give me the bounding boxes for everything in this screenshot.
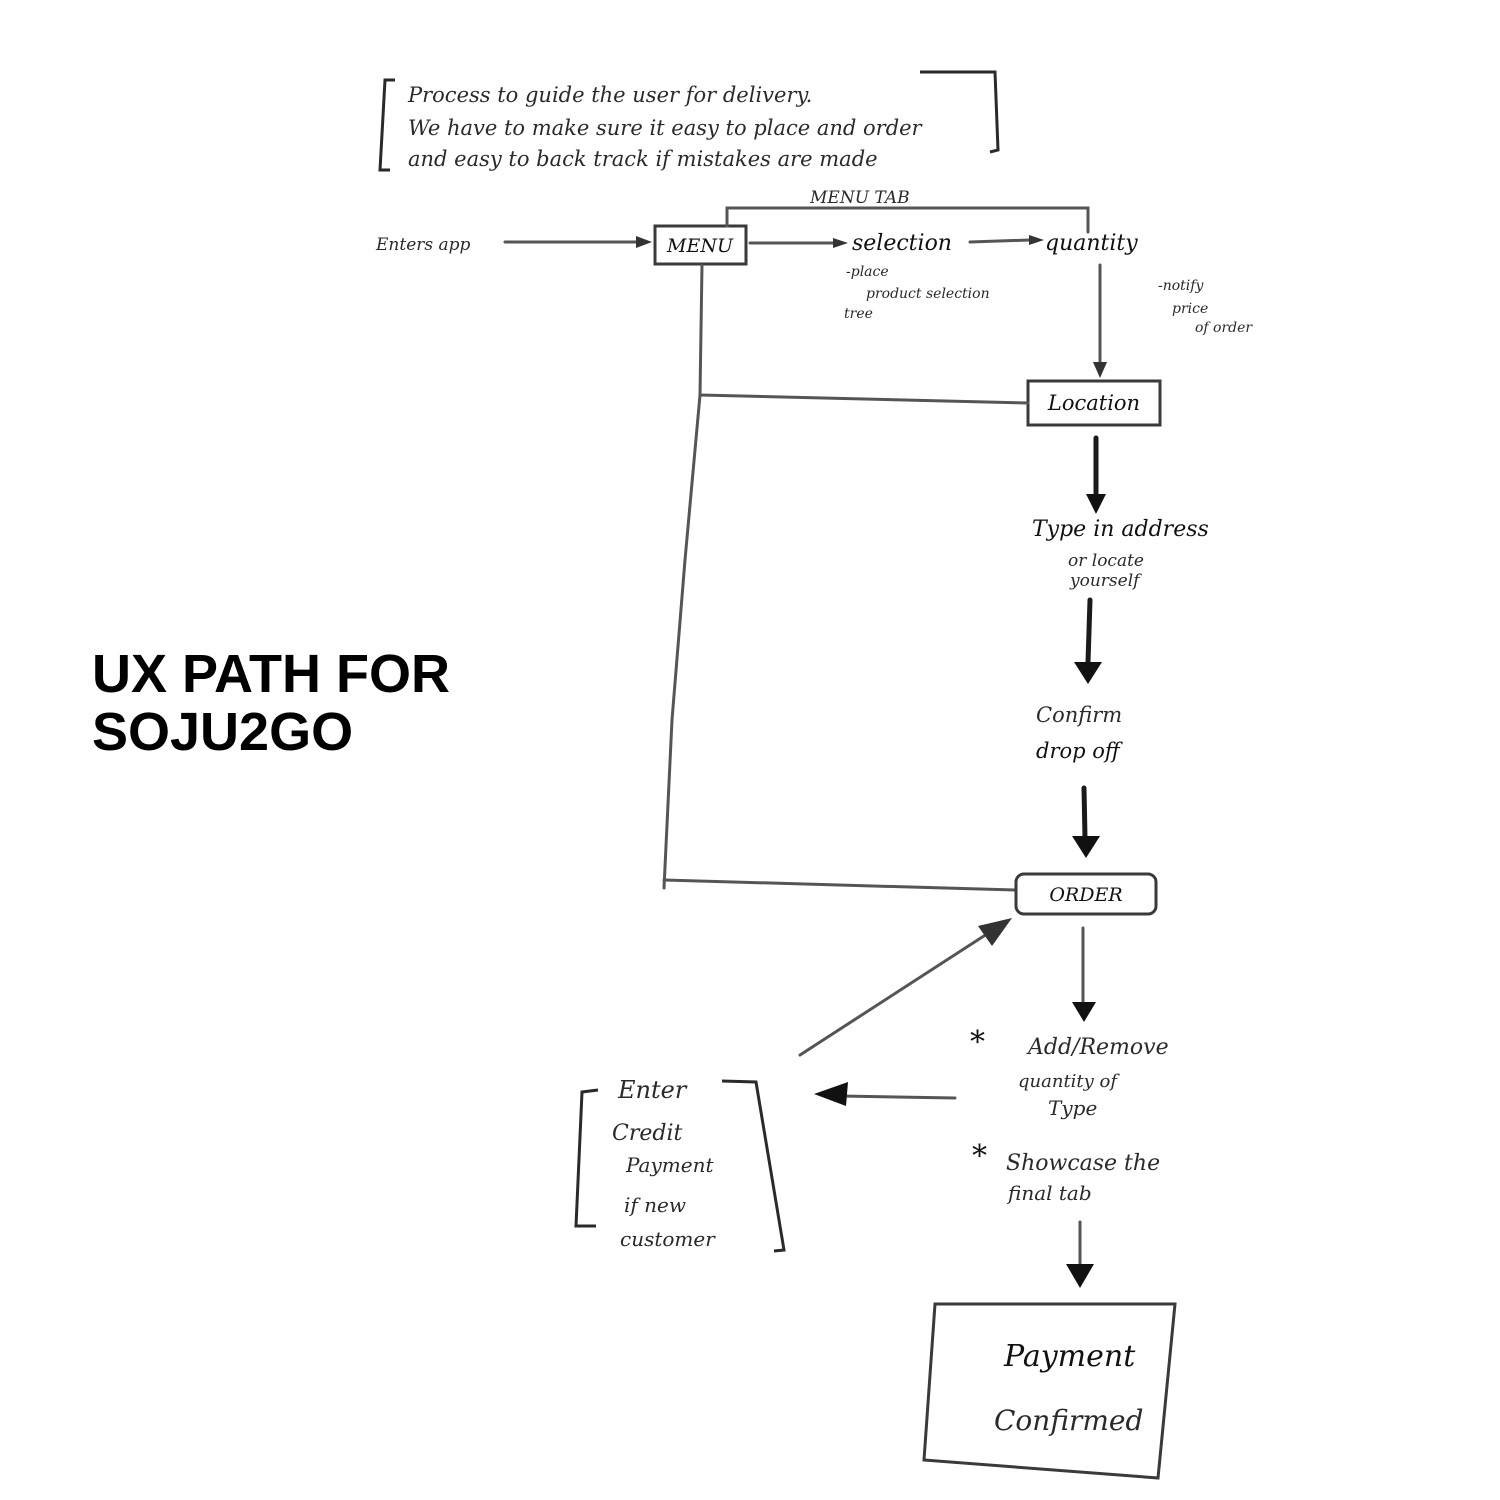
address-line-3: yourself <box>1069 571 1142 591</box>
backtrack-vertical-line <box>662 263 704 890</box>
note-line-1: Process to guide the user for delivery. <box>407 83 812 107</box>
intro-note: Process to guide the user for delivery. … <box>378 70 1000 172</box>
payment-line-1: Payment <box>1003 1339 1136 1374</box>
showcase-asterisk: * <box>972 1139 987 1174</box>
payment-box <box>922 1302 1177 1480</box>
payment-node: Payment Confirmed <box>922 1302 1177 1480</box>
menu-to-selection-head <box>833 238 848 248</box>
note-line-2: We have to make sure it easy to place an… <box>408 116 924 140</box>
selection-label: selection <box>852 231 952 256</box>
addremove-line-3: Type <box>1048 1096 1097 1120</box>
title-line-1: UX PATH FOR <box>92 644 450 704</box>
note-right-bracket <box>920 70 1000 154</box>
credit-line-4: if new <box>624 1193 686 1217</box>
addremove-to-credit-line <box>838 1094 957 1100</box>
location-label: Location <box>1047 391 1140 415</box>
note-line-3: and easy to back track if mistakes are m… <box>408 147 878 171</box>
selection-note-1: -place <box>846 264 889 280</box>
credit-line-3: Payment <box>625 1153 714 1177</box>
addremove-line-2: quantity of <box>1018 1071 1120 1092</box>
confirm-line-2: drop off <box>1036 739 1123 763</box>
selection-to-quantity-line <box>968 238 1032 244</box>
backtrack-to-location-line <box>698 393 1030 405</box>
addremove-asterisk: * <box>970 1025 985 1060</box>
credit-line-5: customer <box>620 1227 716 1251</box>
order-box <box>1014 872 1158 916</box>
quantity-note-1: -notify <box>1158 278 1204 294</box>
address-to-confirm-head <box>1074 662 1102 684</box>
menu-node: MENU <box>653 224 748 266</box>
enter-app-arrow-head <box>636 236 652 248</box>
quantity-note-2: price <box>1172 301 1208 317</box>
credit-to-order-line <box>798 930 992 1057</box>
menu-tab-label: MENU TAB <box>809 188 910 208</box>
backtrack-to-order-line <box>662 878 1017 892</box>
showcase-line-2: final tab <box>1006 1181 1092 1205</box>
confirm-line-1: Confirm <box>1036 703 1122 727</box>
location-to-address-head <box>1086 494 1106 514</box>
selection-to-quantity-head <box>1029 235 1044 245</box>
quantity-label: quantity <box>1045 231 1138 256</box>
note-left-bracket <box>378 78 395 172</box>
address-line-2: or locate <box>1068 551 1144 571</box>
quantity-note-3: of order <box>1195 320 1253 336</box>
menu-tab-bracket <box>725 206 1090 234</box>
order-to-addremove-head <box>1072 1002 1096 1022</box>
credit-node: Enter Credit Payment if new customer <box>574 1076 786 1253</box>
quantity-to-location-head <box>1093 362 1107 378</box>
showcase-to-payment-head <box>1066 1264 1094 1288</box>
menu-box <box>653 224 748 266</box>
address-line-1: Type in address <box>1032 517 1209 542</box>
credit-left-bracket <box>574 1088 599 1228</box>
addremove-line-1: Add/Remove <box>1026 1035 1169 1060</box>
confirm-to-order-head <box>1072 836 1100 858</box>
menu-label: MENU <box>666 235 734 257</box>
confirm-to-order-line <box>1081 785 1088 841</box>
credit-line-1: Enter <box>617 1076 688 1104</box>
selection-note-3: tree <box>844 306 873 322</box>
payment-line-2: Confirmed <box>994 1404 1143 1437</box>
order-label: ORDER <box>1049 884 1122 906</box>
credit-line-2: Credit <box>612 1121 682 1146</box>
credit-to-order-head <box>978 918 1012 946</box>
credit-right-bracket <box>721 1079 786 1253</box>
address-to-confirm-line <box>1085 597 1093 665</box>
title-line-2: SOJU2GO <box>92 702 353 762</box>
showcase-line-1: Showcase the <box>1006 1151 1160 1176</box>
addremove-to-credit-head <box>814 1082 848 1106</box>
order-node: ORDER <box>1014 872 1158 916</box>
enter-app-label: Enters app <box>375 235 471 255</box>
location-node: Location <box>1026 379 1162 427</box>
selection-note-2: product selection <box>866 286 990 302</box>
